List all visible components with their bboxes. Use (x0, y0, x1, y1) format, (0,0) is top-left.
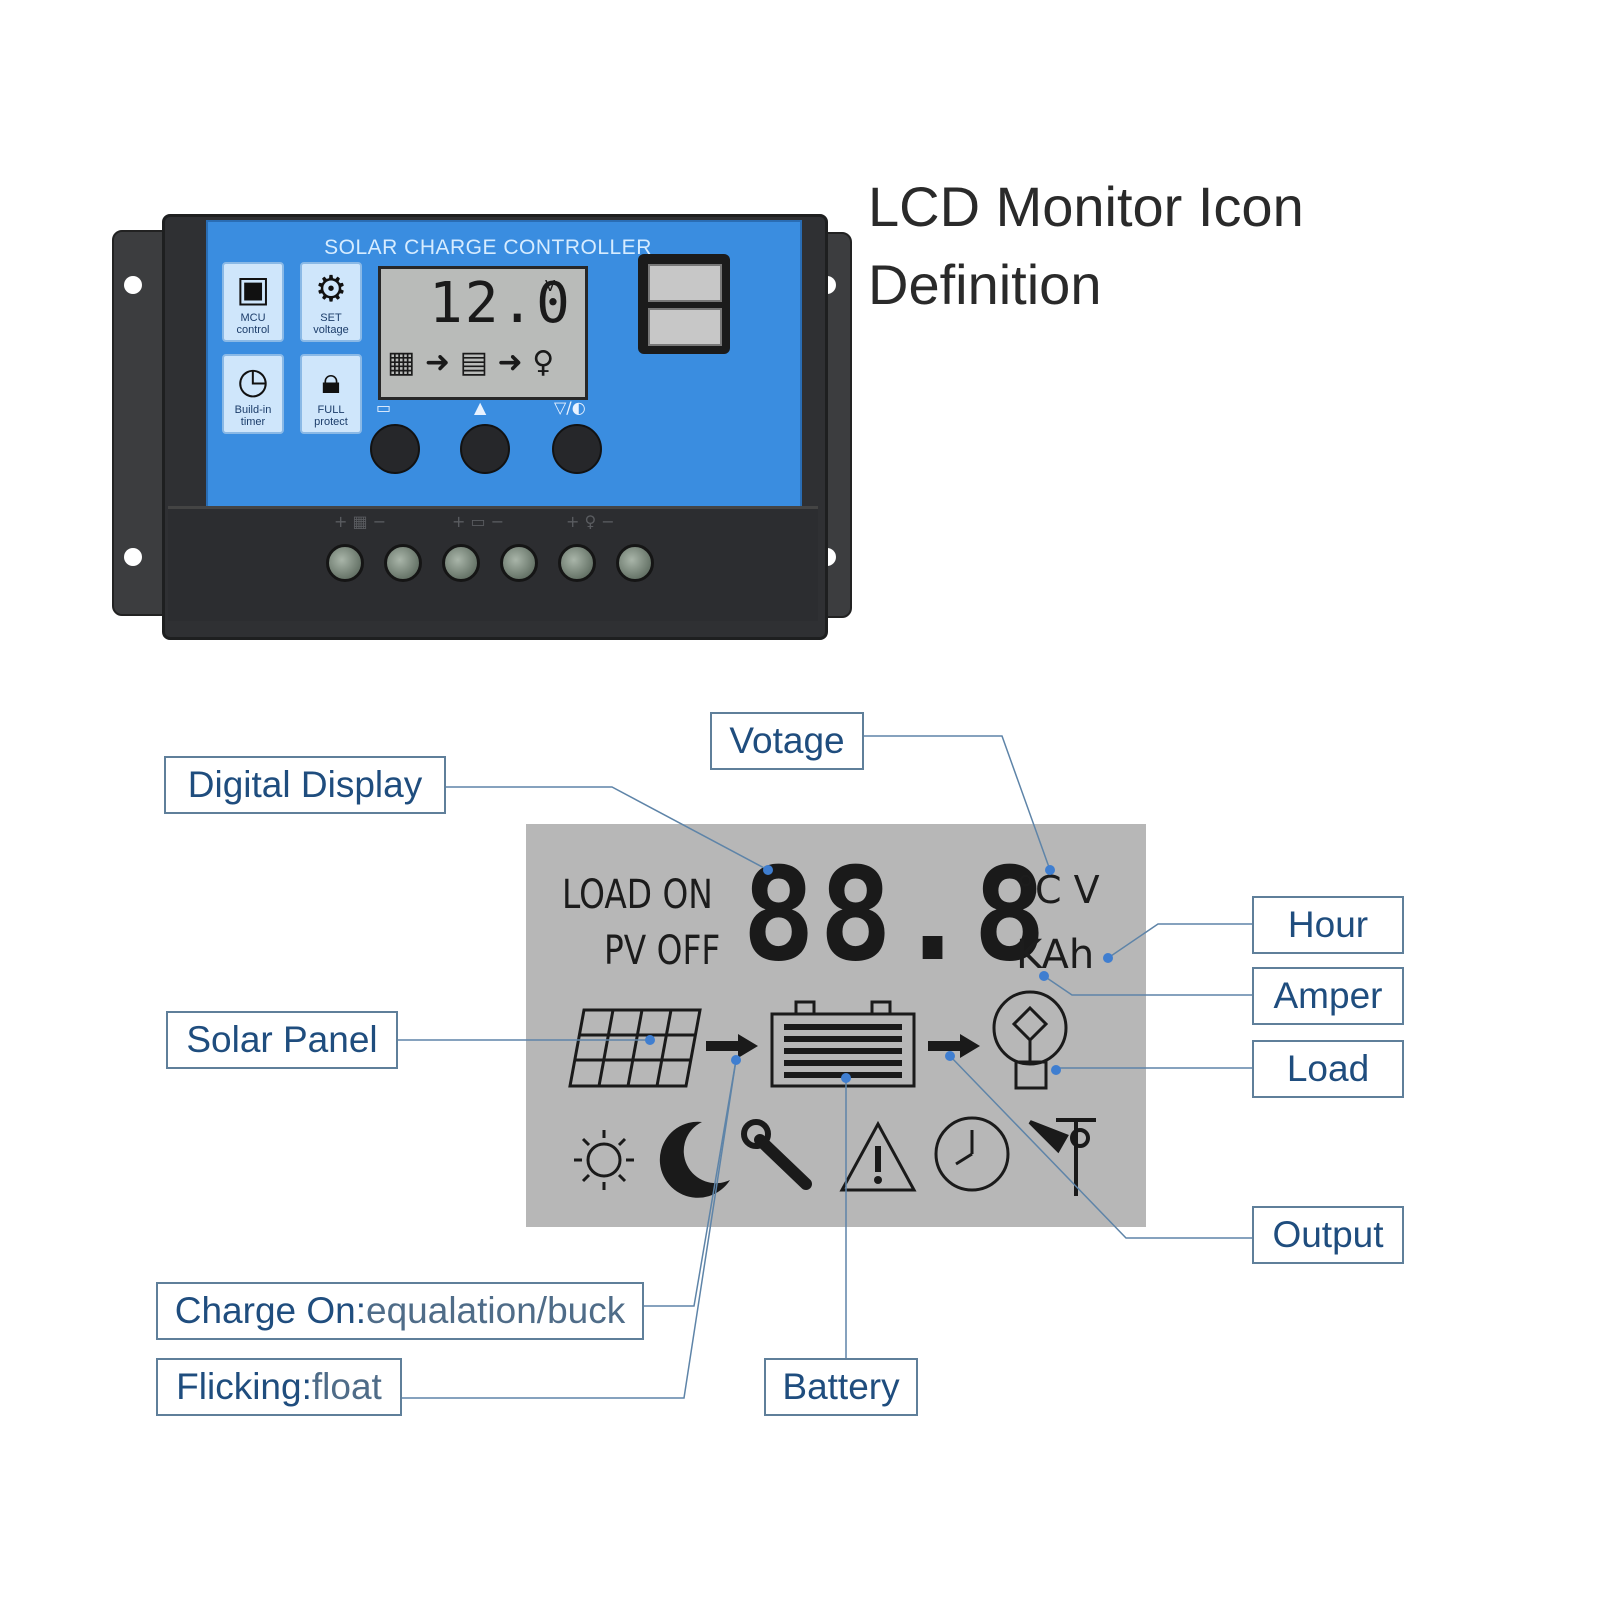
title-line-1: LCD Monitor Icon (868, 175, 1304, 238)
moon-icon (659, 1121, 730, 1198)
feature-label: SET (320, 312, 342, 324)
feature-label: MCU (240, 312, 266, 324)
arrow-right-icon (928, 1034, 980, 1058)
charge-on-label: Charge On: (174, 1290, 367, 1331)
clock-icon: ◷ (237, 361, 269, 402)
feature-label: protect (314, 416, 348, 428)
gear-icon: ⚙ (314, 269, 348, 310)
arrow-right-icon: ➜ (497, 345, 523, 380)
battery-level-bars (784, 1024, 902, 1078)
terminal-screw (616, 544, 654, 582)
usb-port (648, 264, 722, 302)
callout-solar-panel: Solar Panel (166, 1011, 398, 1069)
terminal-screw (558, 544, 596, 582)
flicking-label: Flicking: (176, 1366, 312, 1407)
down-button-symbol: ▽/◐ (554, 398, 586, 417)
seven-segment-digits: 88.8 (742, 841, 1051, 990)
page-title: LCD Monitor Icon Definition (868, 168, 1304, 324)
solar-panel-icon (568, 1008, 702, 1088)
down-button[interactable] (552, 424, 602, 474)
sun-icon (574, 1130, 634, 1190)
pv-terminal-label: + ▦ − (334, 512, 387, 531)
terminal-screw (326, 544, 364, 582)
feature-label: Build-in (234, 404, 272, 416)
terminal-screw (500, 544, 538, 582)
battery-icon (770, 1000, 916, 1088)
callout-charge-on: Charge On:equalation/buck (156, 1282, 644, 1340)
callout-battery: Battery (764, 1358, 918, 1416)
leader-markers (645, 865, 1113, 1083)
callout-output: Output (1252, 1206, 1404, 1264)
title-line-2: Definition (868, 253, 1102, 316)
menu-button-symbol: ▭ (376, 398, 392, 417)
terminal-block (168, 506, 818, 621)
lock-icon: 🔒︎ (321, 361, 341, 402)
feature-label: voltage (313, 324, 349, 336)
warning-icon (839, 1120, 917, 1192)
display-unit: V (545, 277, 556, 295)
bulb-icon: ♀ (532, 345, 555, 380)
feature-label: control (236, 324, 270, 336)
terminal-screw (442, 544, 480, 582)
feature-label: timer (240, 416, 266, 428)
callout-flicking: Flicking:float (156, 1358, 402, 1416)
mount-hole (124, 276, 142, 294)
panel-title: SOLAR CHARGE CONTROLLER (324, 236, 652, 259)
usb-port (648, 308, 722, 346)
battery-icon: ▤ (459, 345, 488, 380)
solar-panel-icon: ▦ (387, 345, 416, 380)
callout-load: Load (1252, 1040, 1404, 1098)
load-on-text: LOAD ON (562, 872, 713, 918)
callout-amper: Amper (1252, 967, 1404, 1025)
battery-terminal-label: + ▭ − (452, 512, 505, 531)
mount-hole (124, 548, 142, 566)
up-button-symbol: ▲ (474, 398, 487, 417)
chip-icon: ▣ (235, 269, 270, 310)
wrench-icon (741, 1119, 812, 1190)
callout-hour: Hour (1252, 896, 1404, 954)
unit-kah: KAh (1016, 932, 1095, 978)
display-value: 12.0 (429, 271, 572, 336)
unit-celsius-volt: °C V (1016, 868, 1100, 912)
leader-lines (398, 735, 1252, 1399)
feature-label: FULL (317, 404, 345, 416)
callout-digital-display: Digital Display (164, 756, 446, 814)
arrow-right-icon (706, 1034, 758, 1058)
street-light-icon (1028, 1118, 1096, 1196)
lcd-status-icons: ▦ ➜ ▤ ➜ ♀ (387, 345, 577, 385)
arrow-right-icon: ➜ (424, 345, 451, 380)
menu-button[interactable] (370, 424, 420, 474)
lamp-icon (992, 990, 1068, 1090)
flicking-value: float (311, 1366, 382, 1407)
up-button[interactable] (460, 424, 510, 474)
load-terminal-label: + ♀ − (566, 512, 615, 531)
terminal-screw (384, 544, 422, 582)
pv-off-text: PV OFF (604, 928, 721, 974)
usb-ports (638, 254, 730, 354)
device-lcd-screen: 12.0 V ▦ ➜ ▤ ➜ ♀ (378, 266, 588, 400)
clock-icon (934, 1116, 1010, 1192)
charge-on-value: equalation/buck (366, 1290, 626, 1331)
callout-votage: Votage (710, 712, 864, 770)
